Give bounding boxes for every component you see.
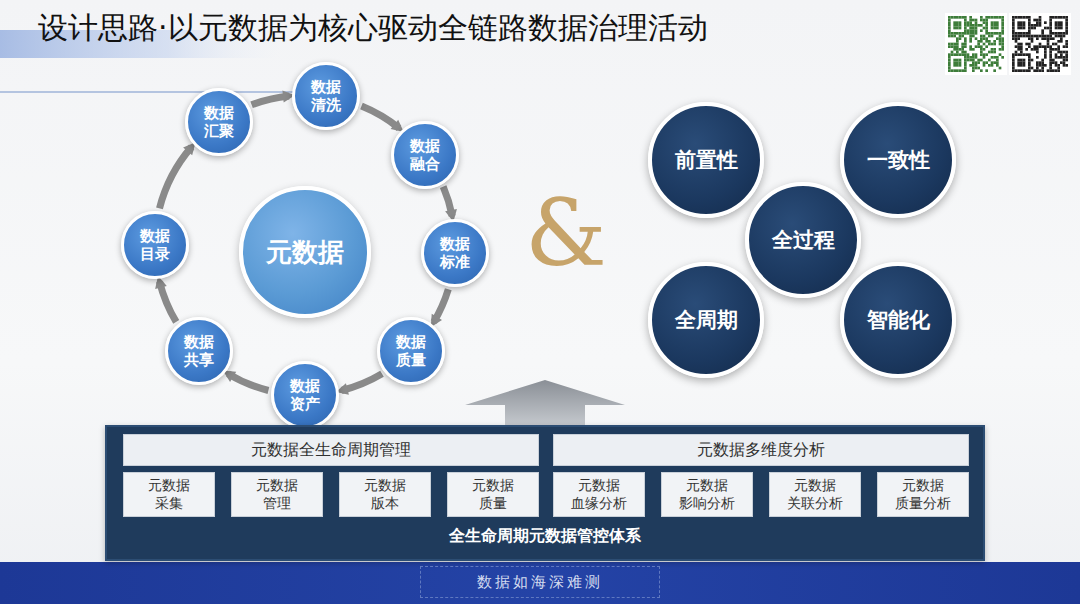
cycle-arrow [434, 289, 449, 322]
feature-circle: 全周期 [648, 262, 764, 378]
node-label: 数据 资产 [287, 377, 323, 413]
cycle-circle: 数据 清洗 [292, 62, 360, 130]
cycle-arrow [342, 374, 382, 391]
node-label: 元数据 管理 [247, 477, 307, 512]
node-label: 元数据 血缘分析 [569, 477, 629, 512]
node-label: 元数据全生命周期管理 [251, 440, 411, 461]
node-label: 元数据 关联分析 [785, 477, 845, 512]
node-label: 智能化 [867, 306, 930, 334]
function-box: 元数据 采集 [123, 472, 215, 517]
node-label: 数据 清洗 [308, 78, 344, 114]
feature-circle: 智能化 [840, 262, 956, 378]
function-box: 元数据 血缘分析 [553, 472, 645, 517]
node-label: 数据 目录 [137, 227, 173, 263]
node-label: 全生命周期元数据管控体系 [449, 526, 641, 547]
cycle-circle: 数据 质量 [377, 317, 445, 385]
cycle-arrow [443, 187, 452, 216]
node-label: 前置性 [675, 146, 738, 174]
page-title: 设计思路·以元数据为核心驱动全链路数据治理活动 [38, 8, 708, 49]
function-box: 元数据 影响分析 [661, 472, 753, 517]
section-header: 元数据全生命周期管理 [123, 434, 539, 466]
qr-code [1009, 13, 1071, 75]
node-label: 元数据 质量分析 [893, 477, 953, 512]
section-header: 元数据多维度分析 [553, 434, 969, 466]
qr-code [945, 13, 1007, 75]
function-box: 元数据 质量 [447, 472, 539, 517]
node-label: 元数据 版本 [355, 477, 415, 512]
footer-bar [0, 562, 1080, 604]
node-label: 数据 融合 [407, 137, 443, 173]
node-label: 元数据多维度分析 [697, 440, 825, 461]
footer-watermark: 数据如海深难测 [477, 573, 603, 592]
function-box: 元数据 质量分析 [877, 472, 969, 517]
title-rule [0, 91, 300, 93]
node-label: 数据 标准 [437, 235, 473, 271]
system-panel: 全生命周期元数据管控体系 元数据全生命周期管理 元数据多维度分析元数据 采集 元数据 … [105, 425, 985, 561]
cycle-circle: 数据 共享 [165, 317, 233, 385]
footer-frame: 数据如海深难测 [420, 566, 660, 598]
feature-circle: 一致性 [840, 102, 956, 218]
node-label: 全周期 [675, 306, 738, 334]
cycle-circle: 数据 汇聚 [185, 88, 253, 156]
cycle-circle: 数据 标准 [421, 219, 489, 287]
cycle-circle: 数据 融合 [391, 121, 459, 189]
feature-circle: 前置性 [648, 102, 764, 218]
node-label: 全过程 [772, 226, 835, 254]
cycle-arrow [160, 282, 177, 322]
node-label: 元数据 [266, 235, 344, 270]
function-box: 元数据 关联分析 [769, 472, 861, 517]
cycle-arrow [252, 96, 289, 105]
feature-circle: 全过程 [745, 182, 861, 298]
node-label: 数据 质量 [393, 333, 429, 369]
ampersand-ornament: & [525, 188, 605, 280]
cycle-arrow [228, 374, 268, 391]
node-label: 元数据 质量 [463, 477, 523, 512]
function-box: 元数据 管理 [231, 472, 323, 517]
node-label: 元数据 影响分析 [677, 477, 737, 512]
cycle-arrow [362, 106, 400, 128]
node-label: 数据 汇聚 [201, 104, 237, 140]
node-label: 数据 共享 [181, 333, 217, 369]
function-box: 元数据 版本 [339, 472, 431, 517]
core-circle: 元数据 [239, 186, 371, 318]
node-label: 一致性 [867, 146, 930, 174]
cycle-circle: 数据 目录 [121, 211, 189, 279]
node-label: 元数据 采集 [139, 477, 199, 512]
up-arrow [465, 380, 625, 425]
cycle-arrow [160, 147, 192, 209]
cycle-circle: 数据 资产 [271, 361, 339, 429]
